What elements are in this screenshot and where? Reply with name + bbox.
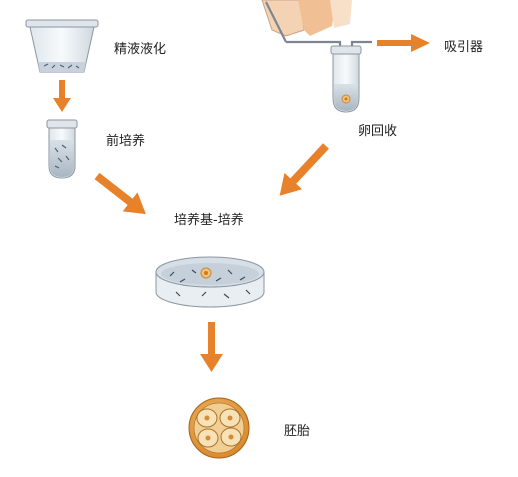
pre-culture-tube: [46, 119, 78, 179]
arrow-to-aspirator: [377, 34, 430, 52]
embryo: [188, 397, 250, 459]
label-embryo: 胚胎: [284, 424, 311, 439]
arrow-dish-to-embryo: [200, 322, 223, 372]
semen-cup: [25, 19, 99, 73]
arrow-tube-to-dish: [94, 172, 146, 215]
egg-retrieval-tube: [330, 45, 362, 113]
label-egg-retrieval: 卵回收: [358, 124, 398, 139]
arrow-cup-to-culture: [53, 80, 71, 112]
label-culture-medium: 培养基-培养: [174, 213, 244, 228]
label-semen-liquefaction: 精液液化: [114, 42, 167, 57]
arrow-egg-to-dish: [279, 143, 329, 196]
label-pre-culture: 前培养: [106, 134, 146, 149]
culture-dish: [155, 256, 265, 308]
label-aspirator: 吸引器: [444, 40, 484, 55]
body-illustration: [261, 0, 352, 37]
